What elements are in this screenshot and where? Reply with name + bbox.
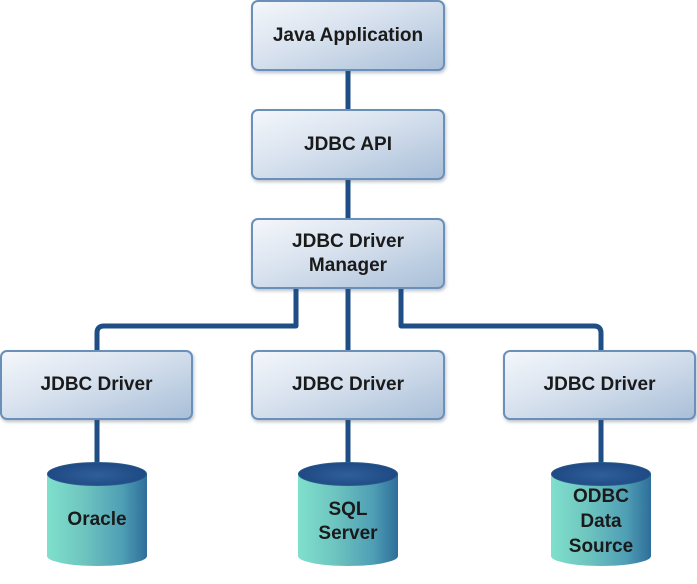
driver-manager-node: JDBC Driver Manager [251,218,445,289]
odbc-label-line1: ODBC [573,486,629,507]
odbc-label-line3: Source [568,536,634,557]
jdbc-api-label: JDBC API [304,133,392,155]
jdbc-driver-node-left: JDBC Driver [0,350,193,420]
sql-server-database-icon: SQL Server [298,462,398,576]
odbc-label-line2: Data [580,511,622,532]
edge-manager-driver-left [94,288,299,351]
cylinder-body [551,474,651,566]
jdbc-driver-node-right: JDBC Driver [503,350,696,420]
driver-manager-label: JDBC Driver Manager [292,230,404,276]
odbc-data-source-database-icon: ODBC Data Source [551,462,651,576]
cylinder-body [47,474,147,566]
jdbc-driver-label: JDBC Driver [40,374,153,395]
oracle-database-icon: Oracle [47,462,147,576]
cylinder-top [551,462,651,486]
sql-server-label-line1: SQL [328,499,368,520]
cylinder-body [298,474,398,566]
edge-manager-driver-right [398,288,604,351]
sql-server-label-line2: Server [318,523,378,544]
jdbc-driver-node-middle: JDBC Driver [251,350,445,420]
oracle-label: Oracle [67,509,127,530]
cylinder-top [298,462,398,486]
jdbc-driver-label: JDBC Driver [292,374,404,395]
java-application-node: Java Application [251,0,445,71]
cylinder-top [47,462,147,486]
jdbc-driver-label: JDBC Driver [543,374,656,395]
java-application-label: Java Application [272,24,424,46]
jdbc-api-node: JDBC API [251,109,445,180]
